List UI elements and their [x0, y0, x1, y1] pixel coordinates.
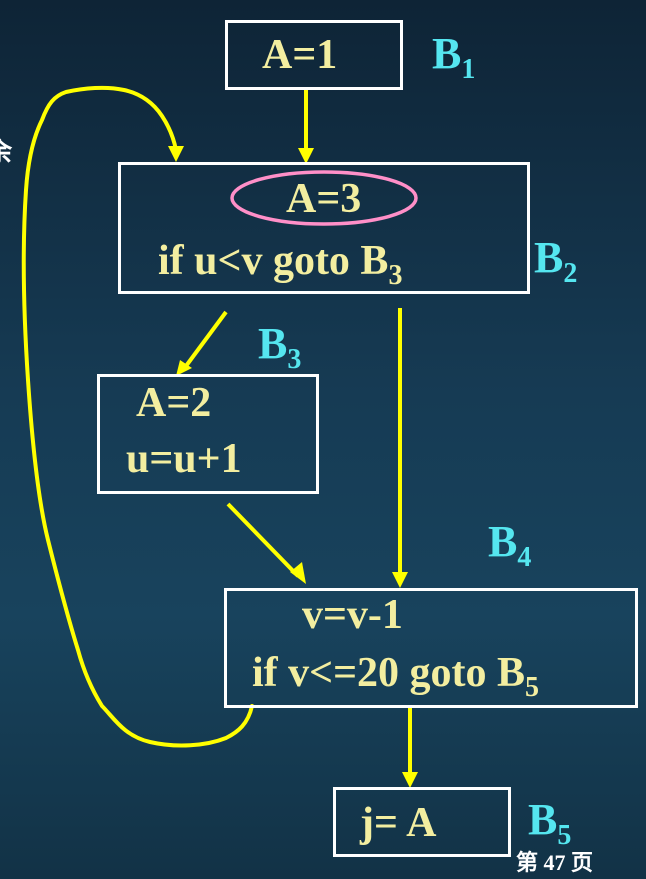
arrowhead-b2-b4	[392, 572, 408, 588]
arrowhead-b1-b2	[298, 148, 314, 164]
b2-code-line2: if u<v goto B3	[158, 238, 403, 291]
block-b1	[225, 20, 403, 90]
b2-label: B2	[534, 233, 578, 289]
highlight-ellipse	[230, 170, 418, 226]
b3-code-line2: u=u+1	[126, 436, 242, 482]
page-number: 第 47 页	[516, 852, 593, 874]
b3-label: B3	[258, 319, 302, 375]
b2-code-line1: A=3	[286, 176, 362, 222]
block-b2	[118, 162, 530, 294]
block-b5	[333, 787, 511, 857]
arrow-b3-b4	[226, 502, 300, 578]
b1-label: B1	[432, 29, 476, 85]
page-prefix: 第	[516, 850, 539, 875]
page-suffix: 页	[571, 850, 594, 875]
arrowhead-b2-b3	[176, 360, 192, 376]
arrow-b2-b3	[184, 310, 228, 368]
page-value: 47	[543, 850, 566, 875]
block-b4	[224, 588, 638, 708]
edge-glyph: 余	[0, 140, 12, 166]
arrowhead-b3-b4	[290, 562, 306, 584]
b4-code-line1: v=v-1	[302, 592, 403, 638]
b1-code: A=1	[262, 32, 338, 78]
b3-code-line1: A=2	[136, 380, 212, 426]
b5-code: j= A	[360, 800, 437, 846]
b4-label: B4	[488, 517, 532, 573]
loop-edge-b4-b2	[21, 85, 254, 748]
arrowhead-b4-b5	[402, 772, 418, 788]
block-b3	[97, 374, 319, 494]
arrowhead-loop	[168, 146, 184, 162]
b5-label: B5	[528, 795, 572, 851]
b4-code-line2: if v<=20 goto B5	[252, 650, 540, 703]
